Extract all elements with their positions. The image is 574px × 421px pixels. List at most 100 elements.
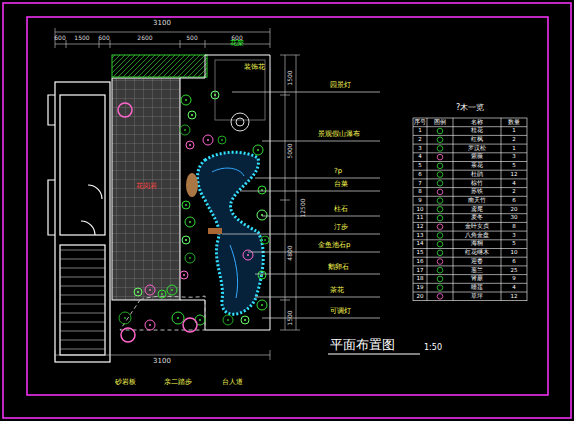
table-cell: 2 xyxy=(418,137,422,143)
table-cell: 1 xyxy=(512,146,516,152)
table-cell: 5 xyxy=(512,241,516,247)
drawing-title: 平面布置图 xyxy=(330,338,395,351)
leader-lines xyxy=(222,92,380,318)
table-cell: 7 xyxy=(418,181,422,187)
label: 1500 xyxy=(74,35,89,41)
label: 2600 xyxy=(137,35,152,41)
table-cell: 2 xyxy=(512,189,516,195)
table-cell: 16 xyxy=(417,259,424,265)
label: 台菜 xyxy=(334,181,348,188)
table-cell: 10 xyxy=(417,207,424,213)
table-cell: 南天竹 xyxy=(468,198,486,204)
table-cell: 杜鹃 xyxy=(471,172,483,178)
table-cell: 桂花 xyxy=(471,128,483,134)
deck xyxy=(215,60,265,120)
table-cell: 海桐 xyxy=(471,241,483,247)
label: 金鱼池石p xyxy=(318,242,350,249)
label: 茶花 xyxy=(330,287,344,294)
label: 600 xyxy=(54,35,65,41)
table-cell: 20 xyxy=(511,207,518,213)
label: 1500 xyxy=(287,310,293,325)
table-cell: 苏铁 xyxy=(471,189,483,195)
table-cell: 11 xyxy=(417,215,424,221)
label: 3100 xyxy=(153,358,171,365)
table-cell: 2 xyxy=(512,137,516,143)
table-cell: 3 xyxy=(418,146,422,152)
table-cell: 红枫 xyxy=(471,137,483,143)
label: ?p xyxy=(334,168,342,175)
paving xyxy=(112,78,180,300)
table-cell: 鸢尾 xyxy=(471,207,483,213)
table-cell: 6 xyxy=(418,172,422,178)
label: 园景灯 xyxy=(330,82,351,89)
label: 1500 xyxy=(287,70,293,85)
table-cell: 8 xyxy=(512,224,516,230)
label: 3100 xyxy=(153,20,171,27)
table-cell: 25 xyxy=(511,268,518,274)
table-cell: 17 xyxy=(417,268,424,274)
building-walls xyxy=(48,82,110,362)
table-cell: 6 xyxy=(512,259,516,265)
label: ?木一览 xyxy=(456,104,484,112)
label: 台人道 xyxy=(222,379,243,386)
plant-table xyxy=(413,118,527,301)
table-cell: 葱兰 xyxy=(471,268,483,274)
table-cell: 迎春 xyxy=(471,259,483,265)
fish-pond xyxy=(198,152,264,314)
label: 花架 xyxy=(230,40,244,47)
bridge xyxy=(208,228,222,234)
table-cell: 13 xyxy=(417,233,424,239)
table-cell: 10 xyxy=(511,250,518,256)
table-cell: 5 xyxy=(418,163,422,169)
table-cell: 睡莲 xyxy=(471,285,483,291)
label: 亲二踏步 xyxy=(164,379,192,386)
lamp xyxy=(231,113,249,131)
table-cell: 图例 xyxy=(434,120,446,126)
table-cell: 20 xyxy=(417,294,424,300)
table-cell: 八角金盘 xyxy=(465,233,489,239)
label: 4800 xyxy=(287,245,293,260)
pergola xyxy=(112,55,207,77)
table-cell: 名称 xyxy=(471,120,483,126)
table-cell: 4 xyxy=(418,154,422,160)
label: 可调灯 xyxy=(330,308,351,315)
label: 500 xyxy=(186,35,197,41)
table-cell: 12 xyxy=(511,172,518,178)
table-cell: 30 xyxy=(511,215,518,221)
label: 柱石 xyxy=(334,206,348,213)
table-cell: 12 xyxy=(511,294,518,300)
rock xyxy=(186,173,198,197)
label: 鹅卵石 xyxy=(328,264,349,271)
label: 汀步 xyxy=(334,224,348,231)
table-cell: 8 xyxy=(418,189,422,195)
table-cell: 3 xyxy=(512,154,516,160)
table-cell: 9 xyxy=(418,198,422,204)
table-cell: 19 xyxy=(417,285,424,291)
table-cell: 数量 xyxy=(508,120,520,126)
table-cell: 红花继木 xyxy=(465,250,489,256)
table-cell: 紫薇 xyxy=(471,154,483,160)
table-cell: 5 xyxy=(512,163,516,169)
pebble-path xyxy=(120,296,205,330)
dimension-lines xyxy=(55,28,300,360)
table-cell: 茶花 xyxy=(471,163,483,169)
stair xyxy=(60,250,105,349)
label: 600 xyxy=(98,35,109,41)
inner-frame xyxy=(27,17,548,395)
outer-frame xyxy=(3,3,571,418)
label: 5000 xyxy=(287,143,293,158)
table-cell: 草坪 xyxy=(471,294,483,300)
table-cell: 序号 xyxy=(414,120,426,126)
table-cell: 6 xyxy=(512,198,516,204)
label: 装饰花 xyxy=(244,64,265,71)
title-underline xyxy=(328,353,420,354)
label: 1:50 xyxy=(424,344,442,352)
label: 花岗岩 xyxy=(136,183,157,190)
garden-boundary xyxy=(180,55,270,330)
label: 景观假山瀑布 xyxy=(318,131,360,138)
table-cell: 4 xyxy=(512,181,516,187)
table-cell: 9 xyxy=(512,276,516,282)
table-cell: 12 xyxy=(417,224,424,230)
table-cell: 1 xyxy=(512,128,516,134)
